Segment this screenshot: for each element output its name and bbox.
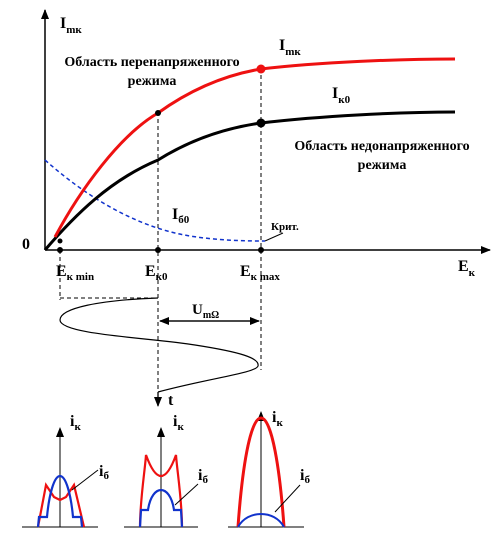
- label-imk-curve: Imк: [279, 37, 301, 58]
- pulse-1-ib: [36, 474, 84, 528]
- label-t-axis: t: [168, 392, 174, 409]
- collector-voltage-waveform: [59, 297, 259, 393]
- pulse-1-ik: [36, 482, 86, 528]
- pulse-1-ib-leader: [71, 469, 99, 491]
- pulse-1: [22, 427, 99, 528]
- label-pulse-3-ib: iб: [300, 467, 310, 486]
- ib0-curve: [44, 159, 266, 242]
- krit-leader: [264, 232, 284, 242]
- label-krit: Крит.: [271, 221, 299, 233]
- label-region-over: Область перенапряженного: [64, 55, 239, 70]
- pulse-2: [124, 427, 199, 528]
- label-ik0-curve: Iк0: [332, 85, 351, 106]
- label-e-k0: Eк0: [145, 263, 168, 283]
- label-e-kmax: Eк max: [240, 263, 280, 283]
- point-e-kmin: [57, 247, 63, 253]
- label-pulse-2-ib: iб: [198, 467, 208, 486]
- point-imk-e-k0: [155, 110, 161, 116]
- pulse-3-ik: [236, 416, 286, 528]
- label-e-kmin: Eк min: [56, 263, 94, 283]
- label-pulse-1-ik: iк: [70, 413, 81, 433]
- ik0-curve: [43, 110, 456, 251]
- label-region-under-2: режима: [358, 158, 407, 173]
- point-e-kmax: [258, 247, 264, 253]
- imk-curve: [53, 57, 456, 238]
- pulse-2-ik: [138, 454, 184, 528]
- label-pulse-2-ik: iк: [173, 413, 184, 433]
- label-pulse-1-ib: iб: [99, 463, 109, 482]
- label-zero: 0: [22, 236, 30, 253]
- label-pulse-3-ik: iк: [272, 409, 283, 429]
- point-ik0-critical: [256, 118, 266, 128]
- label-u-m-omega: UmΩ: [192, 302, 219, 321]
- label-i-mk-axis: Imк: [60, 15, 82, 36]
- pulse-2-ib-leader: [174, 483, 199, 506]
- label-e-k-axis: Eк: [458, 258, 476, 279]
- label-region-under: Область недонапряженного: [294, 139, 469, 154]
- label-ib0: Iб0: [172, 206, 190, 226]
- point-ib0-start: [57, 238, 63, 244]
- label-region-over-2: режима: [128, 74, 177, 89]
- pulse-2-ib: [138, 488, 184, 528]
- pulse-3-ib-leader: [274, 484, 301, 513]
- point-imk-critical: [256, 64, 266, 74]
- pulse-3-ib: [237, 512, 285, 528]
- pulse-3: [228, 411, 304, 528]
- point-e-k0: [155, 247, 161, 253]
